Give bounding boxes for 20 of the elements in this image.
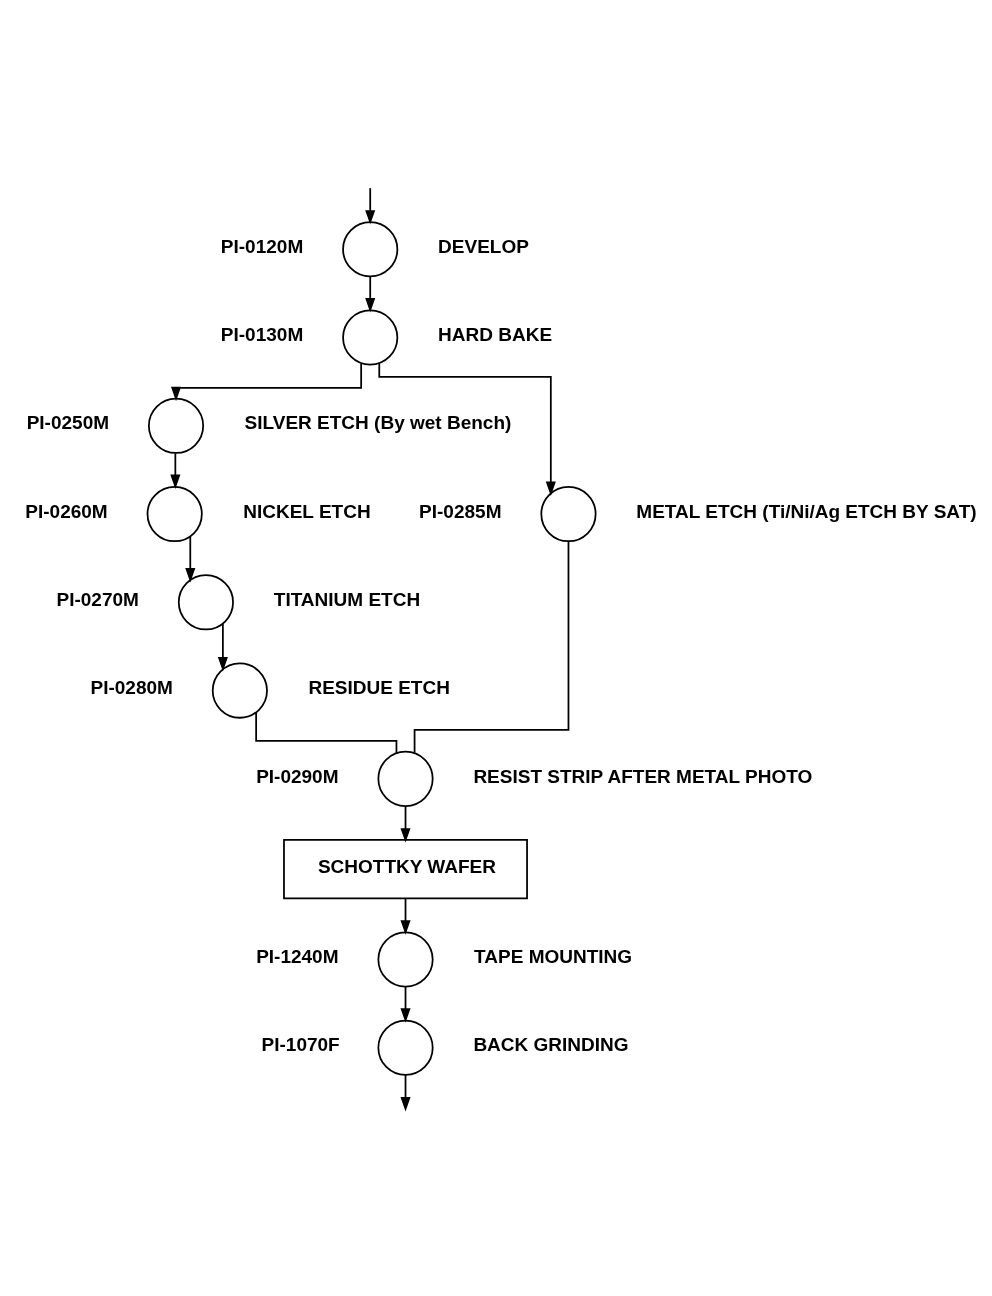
node-label: PI-0285M — [418, 500, 501, 522]
node-label: SILVER ETCH (By wet Bench) — [244, 411, 511, 433]
node-label: METAL ETCH (Ti/Ni/Ag ETCH BY SAT) — [635, 500, 977, 522]
node-label: PI-0270M — [56, 588, 139, 610]
node-label: NICKEL ETCH — [242, 500, 371, 522]
node-label: PI-1070F — [261, 1033, 340, 1055]
node-label: RESIST STRIP AFTER METAL PHOTO — [472, 765, 812, 787]
node-label: PI-1240M — [255, 945, 339, 967]
node-label: PI-0290M — [255, 765, 339, 787]
node-label: PI-0280M — [89, 676, 173, 698]
node-label: TITANIUM ETCH — [273, 588, 420, 610]
node-label: PI-0120M — [220, 235, 303, 257]
node-label: TAPE MOUNTING — [473, 945, 632, 967]
node-label: HARD BAKE — [437, 323, 552, 345]
node-label: BACK GRINDING — [472, 1033, 629, 1055]
node-label: PI-0130M — [220, 323, 303, 345]
node-label: DEVELOP — [437, 235, 529, 257]
node-label: PI-0260M — [24, 500, 108, 522]
node-label: PI-0250M — [26, 411, 109, 433]
node-label: RESIDUE ETCH — [307, 676, 450, 698]
